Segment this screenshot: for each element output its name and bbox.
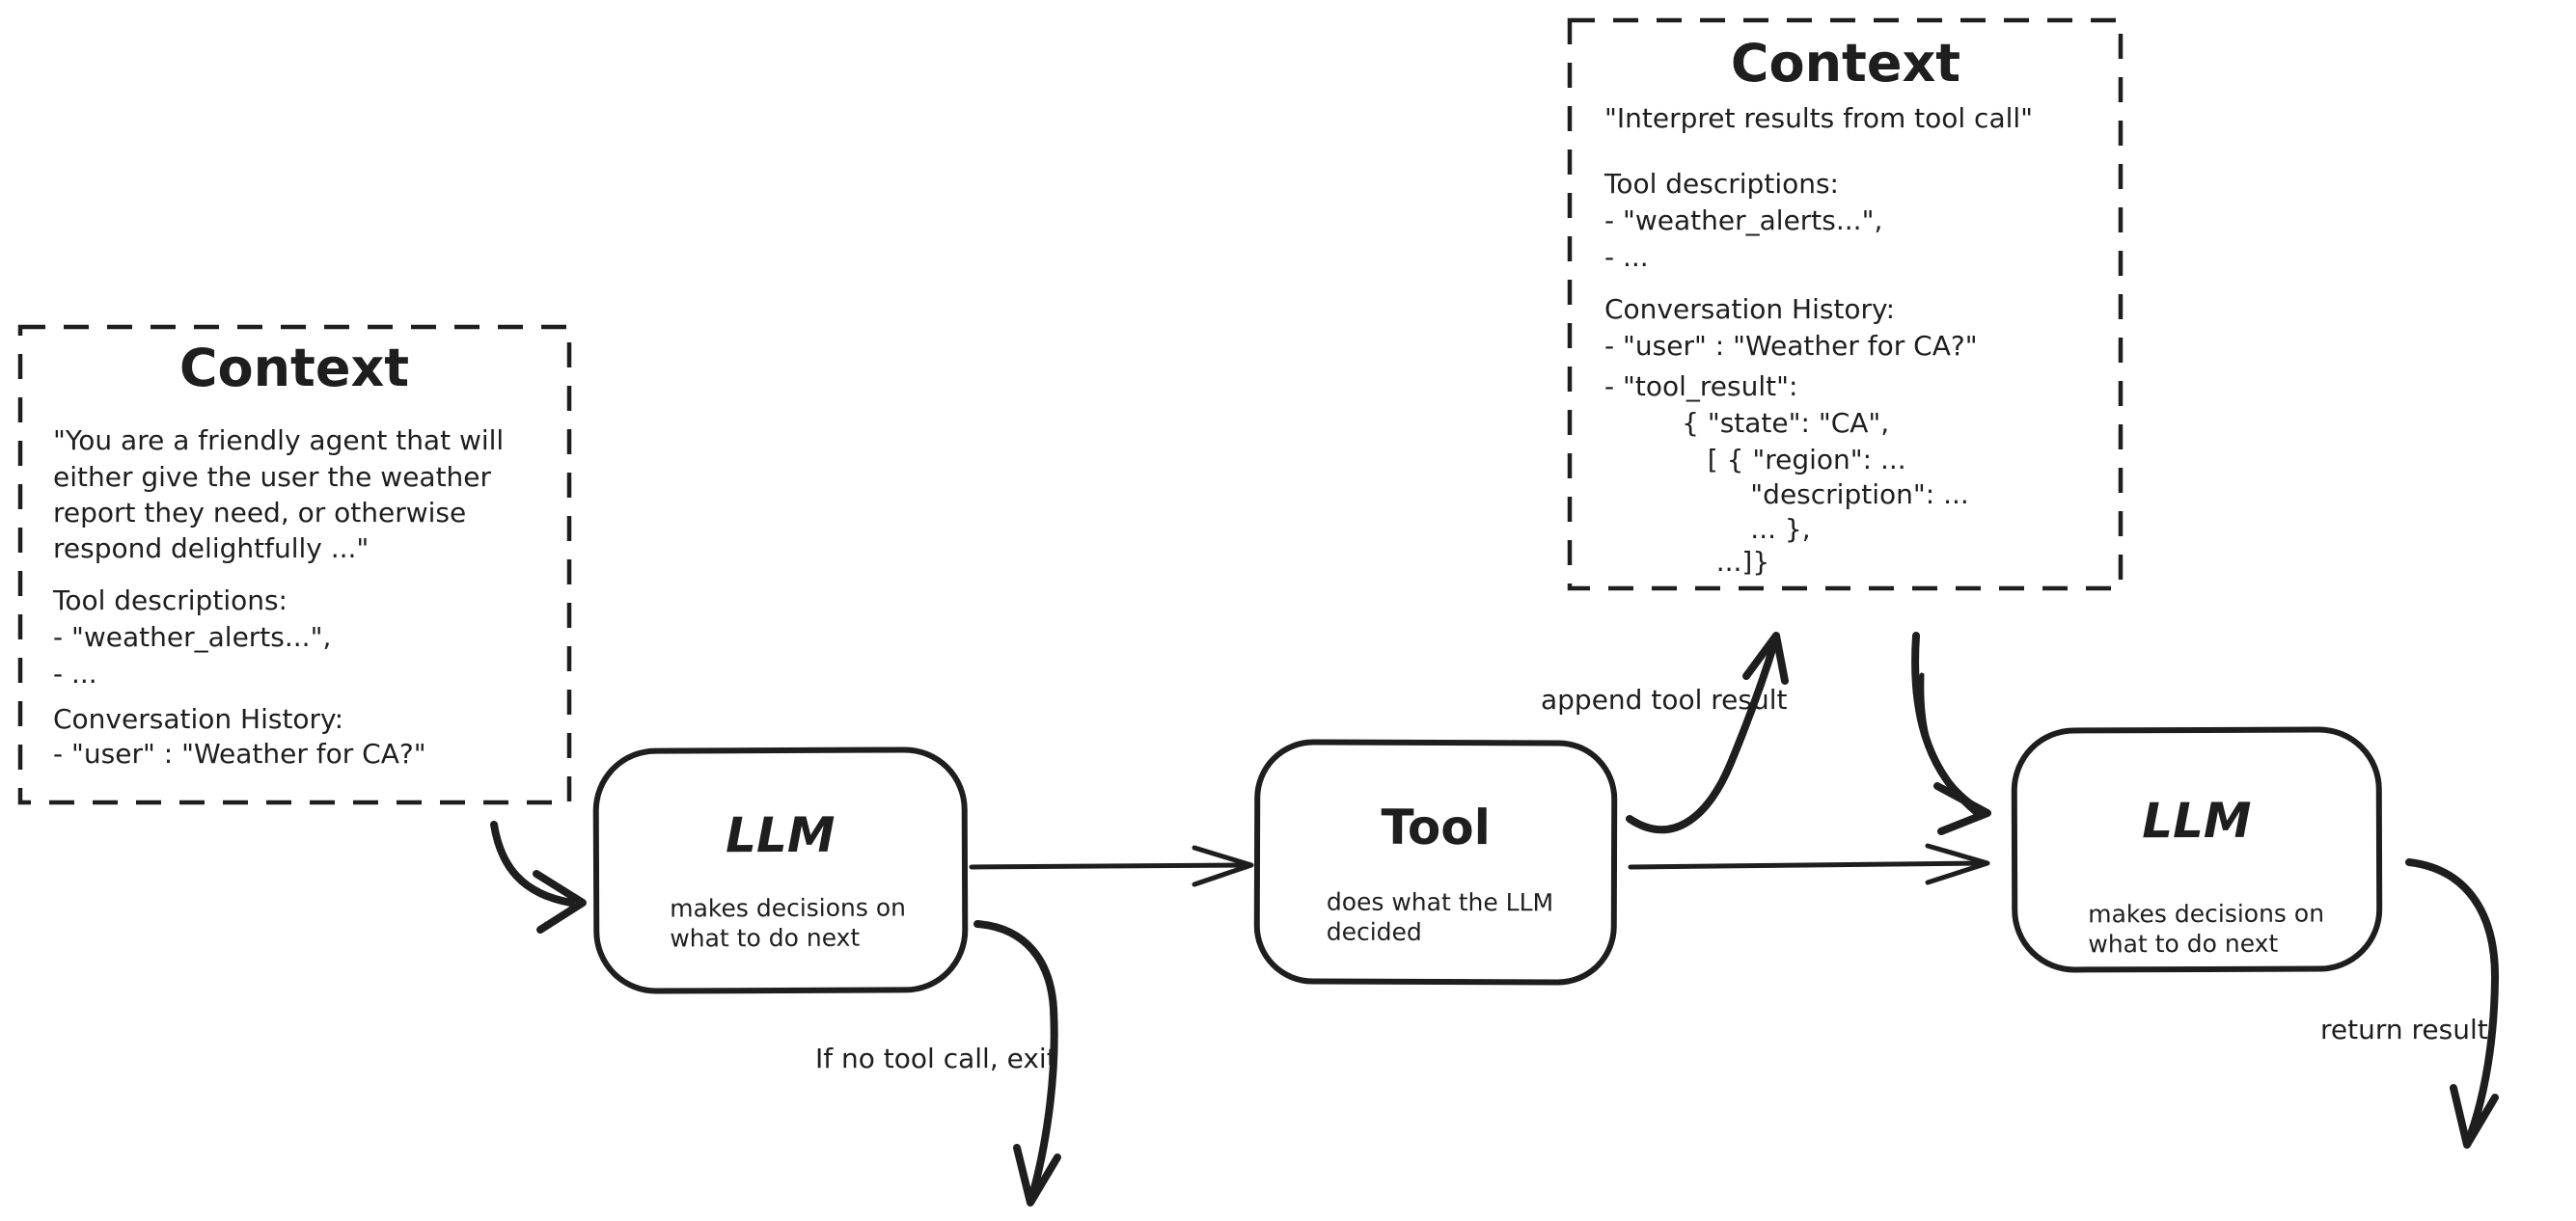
arrow-context-to-llm-second-shaft-overdraw (1919, 672, 1975, 806)
llm-first-title: LLM (726, 807, 836, 863)
arrow-tool-to-llm-second (1628, 843, 1990, 885)
context-top-right-line: [ { "region": ... (1604, 444, 1906, 475)
arrow-llm-first-exit-shaft (973, 920, 1058, 1203)
edge-label-if-no-tool-call-exit: If no tool call, exit (815, 1043, 1057, 1074)
context-top-right-line: { "state": "CA", (1604, 407, 1889, 439)
context-left-line: respond delightfully ..." (53, 532, 369, 564)
llm-second-description-line: makes decisions on (2088, 900, 2324, 929)
tool-title: Tool (1381, 800, 1491, 855)
arrow-tool-to-llm-second-shaft (1628, 860, 1983, 870)
llm-second-description-line: what to do next (2088, 930, 2278, 959)
arrow-tool-to-context-shaft (1626, 637, 1779, 834)
context-left-line: either give the user the weather (53, 461, 492, 493)
context-top-right-line: Tool descriptions: (1603, 168, 1839, 200)
llm-second-title: LLM (2142, 793, 2252, 849)
context-top-right-line: - ... (1604, 241, 1649, 273)
tool-description-line: decided (1327, 918, 1422, 946)
arrow-llm-first-to-tool-shaft (969, 862, 1247, 870)
arrow-context-to-llm-second (1911, 632, 1991, 835)
context-left-line: Conversation History: (53, 703, 343, 735)
context-top-right-line: Conversation History: (1604, 293, 1895, 325)
context-left-title: Context (179, 338, 409, 398)
context-left-line: report they need, or otherwise (53, 497, 466, 529)
arrow-tool-to-context (1626, 632, 1789, 834)
context-left-line: Tool descriptions: (52, 584, 288, 616)
context-top-right-box (1567, 17, 2124, 591)
arrow-tool-to-llm-second-head (1925, 843, 1990, 885)
arrow-llm-second-return-shaft (2405, 858, 2500, 1146)
context-left-line: - "weather_alerts...", (53, 621, 331, 653)
context-top-right-line: - "tool_result": (1604, 370, 1797, 402)
llm-first-description-line: what to do next (670, 924, 860, 953)
context-top-right-line: - "user" : "Weather for CA?" (1604, 330, 1978, 362)
arrow-context-left-to-llm-first (490, 821, 587, 934)
llm-second-box (2011, 726, 2383, 973)
arrow-llm-second-return-head (2450, 1084, 2499, 1149)
context-top-right-node: Context "Interpret results from tool cal… (1567, 17, 2124, 591)
tool-box (1253, 739, 1618, 986)
arrow-llm-first-exit (973, 920, 1061, 1207)
context-left-box (17, 324, 572, 805)
arrow-context-left-to-llm-first-shaft (490, 821, 575, 907)
context-left-node: Context "You are a friendly agent that w… (17, 324, 572, 805)
context-left-line: - "user" : "Weather for CA?" (53, 738, 426, 770)
arrow-llm-first-exit-head (1013, 1144, 1061, 1207)
context-top-right-line: - "weather_alerts...", (1604, 204, 1882, 236)
arrow-context-to-llm-second-head (1933, 782, 1991, 835)
edge-label-return-result: return result (2320, 1014, 2488, 1045)
context-top-right-line: ...]} (1604, 546, 1769, 578)
tool-node: Tool does what the LLM decided (1253, 739, 1618, 986)
arrow-llm-first-to-tool-head (1192, 845, 1254, 887)
llm-first-description-line: makes decisions on (670, 893, 906, 922)
arrow-tool-to-context-head (1742, 632, 1789, 685)
context-top-right-line: ... }, (1604, 513, 1811, 545)
context-top-right-line: "Interpret results from tool call" (1604, 102, 2033, 134)
llm-second-node: LLM makes decisions on what to do next (2011, 726, 2383, 973)
llm-first-node: LLM makes decisions on what to do next (592, 746, 969, 994)
context-left-line: "You are a friendly agent that will (53, 424, 504, 456)
context-top-right-title: Context (1731, 33, 1960, 94)
context-top-right-line: "description": ... (1604, 478, 1969, 510)
tool-description-line: does what the LLM (1327, 888, 1553, 917)
llm-first-box (592, 746, 969, 994)
arrow-llm-first-to-tool (969, 845, 1254, 887)
arrow-context-left-to-llm-first-head (533, 870, 587, 934)
context-left-line: - ... (53, 658, 97, 690)
arrow-llm-second-return (2405, 858, 2500, 1149)
edge-label-append-tool-result: append tool result (1541, 684, 1788, 716)
